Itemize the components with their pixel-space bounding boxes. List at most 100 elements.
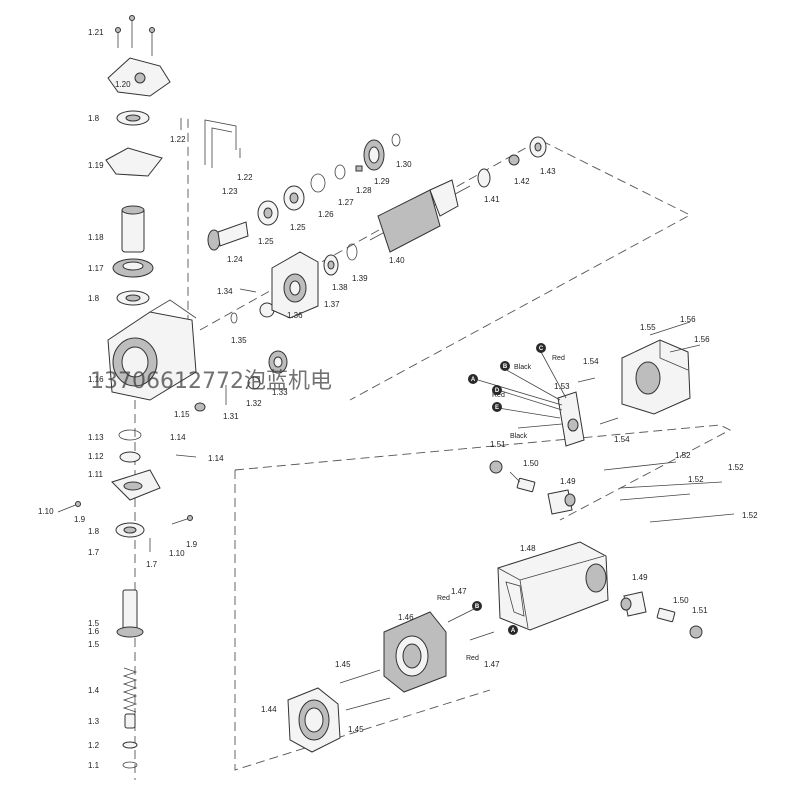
part-label: 1.32 xyxy=(246,399,262,408)
ring-icon xyxy=(230,312,238,324)
rear-housing-icon xyxy=(621,321,701,415)
gear-head-column xyxy=(57,15,197,769)
part-label: 1.49 xyxy=(560,477,576,486)
circlip-icon xyxy=(346,243,358,261)
part-label: 1.53 xyxy=(554,382,570,391)
part-label: 1.45 xyxy=(335,660,351,669)
field-coil-icon xyxy=(383,611,447,693)
part-label: 1.39 xyxy=(352,274,368,283)
part-label: 1.15 xyxy=(174,410,190,419)
part-label: 1.3 xyxy=(88,717,100,726)
part-label: 1.20 xyxy=(115,80,131,89)
wire-label: Red xyxy=(492,392,505,399)
part-label: 1.46 xyxy=(398,613,414,622)
small-gear-icon xyxy=(268,350,288,374)
wire-label: Red xyxy=(552,355,565,362)
washer-icon xyxy=(119,451,141,463)
part-label: 1.13 xyxy=(88,433,104,442)
part-label: 1.52 xyxy=(728,463,744,472)
terminal-badge: D xyxy=(495,388,500,394)
part-label: 1.9 xyxy=(74,515,86,524)
circlip-icon xyxy=(118,429,142,441)
part-label: 1.26 xyxy=(318,210,334,219)
drive-gear-icon xyxy=(363,139,385,171)
part-label: 1.55 xyxy=(640,323,656,332)
part-label: 1.52 xyxy=(688,475,704,484)
part-label: 1.43 xyxy=(540,167,556,176)
spindle-icon xyxy=(116,589,144,638)
carbon-brush-icon xyxy=(516,477,536,493)
part-label: 1.25 xyxy=(258,237,274,246)
wire-labels: Red Black Red Black Red Red xyxy=(437,355,565,662)
part-label: 1.45 xyxy=(348,725,364,734)
terminal-badge: A xyxy=(511,628,516,634)
part-label: 1.8 xyxy=(88,527,100,536)
ring-icon xyxy=(334,164,346,180)
part-label: 1.11 xyxy=(88,470,104,479)
wire-label: Red xyxy=(466,655,479,662)
armature-row xyxy=(194,133,547,412)
pin-icon xyxy=(124,713,136,729)
part-label: 1.22 xyxy=(237,173,253,182)
part-label: 1.8 xyxy=(88,114,100,123)
part-label: 1.5 xyxy=(88,619,100,628)
watermark-text: 13706612772泡蓝机电 xyxy=(90,369,332,394)
part-label: 1.16 xyxy=(88,375,104,384)
part-label: 1.56 xyxy=(694,335,710,344)
part-label: 1.2 xyxy=(88,741,100,750)
part-label: 1.12 xyxy=(88,452,104,461)
part-label: 1.33 xyxy=(272,388,288,397)
part-label: 1.44 xyxy=(261,705,277,714)
part-label: 1.27 xyxy=(338,198,354,207)
part-label: 1.56 xyxy=(680,315,696,324)
top-screws-icon xyxy=(115,15,155,56)
part-label: 1.49 xyxy=(632,573,648,582)
part-label: 1.52 xyxy=(675,451,691,460)
part-label: 1.24 xyxy=(227,255,243,264)
part-labels: 1.21 1.20 1.8 1.19 1.18 1.17 1.8 1.16 1.… xyxy=(38,28,758,770)
part-label: 1.47 xyxy=(451,587,467,596)
bushing-icon xyxy=(508,154,520,166)
armature-icon xyxy=(369,179,471,253)
part-label: 1.6 xyxy=(88,627,100,636)
motor-housing-icon xyxy=(497,541,609,631)
part-label: 1.10 xyxy=(169,549,185,558)
wire-label: Black xyxy=(510,433,528,440)
part-label: 1.42 xyxy=(514,177,530,186)
part-label: 1.35 xyxy=(231,336,247,345)
part-label: 1.38 xyxy=(332,283,348,292)
gear-housing-icon xyxy=(107,299,197,401)
terminal-badge: A xyxy=(471,377,476,383)
part-label: 1.50 xyxy=(523,459,539,468)
brush-holder-icon xyxy=(547,489,576,515)
part-label: 1.17 xyxy=(88,264,104,273)
circlip-icon xyxy=(391,133,401,147)
part-label: 1.37 xyxy=(324,300,340,309)
spindle-sleeve-icon xyxy=(121,207,145,253)
part-label: 1.10 xyxy=(38,507,54,516)
part-label: 1.14 xyxy=(170,433,186,442)
pin-icon xyxy=(194,402,206,412)
key-icon xyxy=(355,165,363,172)
terminal-badge: C xyxy=(539,346,544,352)
ring-icon xyxy=(122,761,138,769)
part-label: 1.19 xyxy=(88,161,104,170)
spring-icon xyxy=(122,667,138,713)
part-label: 1.34 xyxy=(217,287,233,296)
part-label: 1.52 xyxy=(742,511,758,520)
motor-assembly: B A xyxy=(287,460,735,753)
part-label: 1.8 xyxy=(88,294,100,303)
end-cover-icon xyxy=(287,687,341,753)
part-label: 1.18 xyxy=(88,233,104,242)
part-label: 1.54 xyxy=(614,435,630,444)
brush-cap-icon xyxy=(489,460,503,474)
circlip-icon xyxy=(310,173,326,193)
part-label: 1.7 xyxy=(146,560,158,569)
carbon-brush-icon xyxy=(656,607,676,623)
terminal-badge: B xyxy=(503,364,508,370)
part-label: 1.48 xyxy=(520,544,536,553)
part-label: 1.31 xyxy=(223,412,239,421)
part-label: 1.47 xyxy=(484,660,500,669)
part-label: 1.1 xyxy=(88,761,100,770)
part-label: 1.28 xyxy=(356,186,372,195)
